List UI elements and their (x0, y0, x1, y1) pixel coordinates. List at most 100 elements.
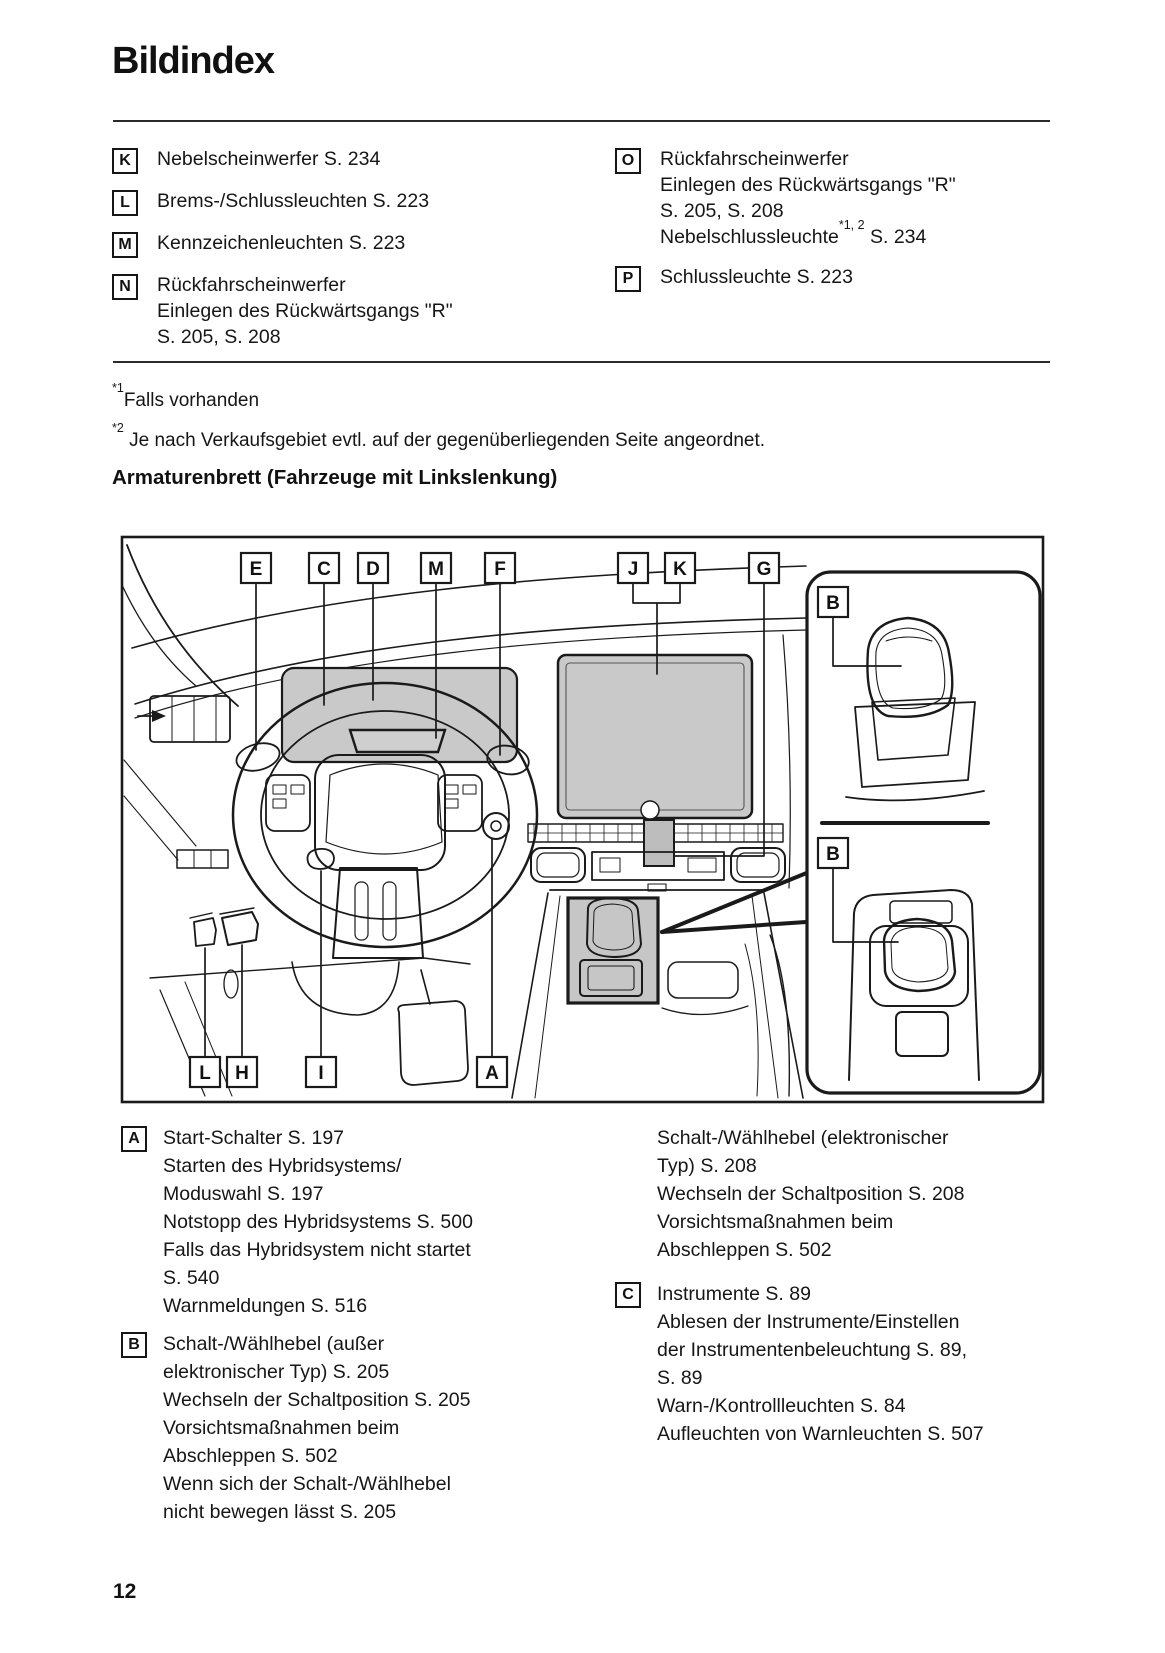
legend-entry-lines: Schlussleuchte S. 223 (660, 264, 853, 290)
badge-P: P (615, 266, 641, 292)
footnote-2: *2 Je nach Verkaufsgebiet evtl. auf der … (112, 421, 766, 452)
footnote-marker: *1, 2 (838, 217, 865, 232)
legend-line: Schalt-/Wählhebel (außer (163, 1333, 385, 1355)
shift-lever-standard (845, 616, 985, 802)
legend-line: Rückfahrscheinwerfer (660, 148, 849, 170)
diagram-label-I-text: I (318, 1063, 323, 1084)
legend-line: Notstopp des Hybridsystems S. 500 (163, 1211, 473, 1233)
diagram-label-B2: B (816, 836, 850, 870)
legend-line: Einlegen des Rückwärtsgangs "R" (157, 300, 453, 322)
badge-B: B (121, 1332, 147, 1358)
diagram-label-C: C (307, 551, 341, 585)
footnote-1: *1Falls vorhanden (112, 381, 260, 412)
diagram-label-G-text: G (757, 559, 772, 580)
footnote-2-text: Je nach Verkaufsgebiet evtl. auf der geg… (123, 430, 766, 451)
climate-strip (527, 819, 784, 867)
diagram-label-B2-text: B (826, 844, 840, 865)
diagram-label-B1: B (816, 585, 850, 619)
legend-line: Schlussleuchte S. 223 (660, 266, 853, 288)
tilt-lever (306, 848, 335, 870)
legend-line: Nebelschlussleuchte*1, 2 S. 234 (660, 217, 927, 248)
diagram-label-A-text: A (485, 1063, 499, 1084)
legend-line: Wenn sich der Schalt-/Wählhebel (163, 1473, 451, 1495)
legend-line: Vorsichtsmaßnahmen beim (657, 1211, 894, 1233)
pedal-and-floor (149, 957, 471, 1097)
legend-line: Start-Schalter S. 197 (163, 1127, 345, 1149)
legend-line: Nebelscheinwerfer S. 234 (157, 148, 381, 170)
legend-line: der Instrumentenbeleuchtung S. 89, (657, 1339, 968, 1361)
diagram-label-J: J (616, 551, 650, 585)
left-air-vent (137, 695, 231, 743)
page-number: 12 (113, 1580, 137, 1603)
legend-line: Brems-/Schlussleuchten S. 223 (157, 190, 430, 212)
steering-wheel (231, 681, 539, 959)
divider-middle (113, 361, 1050, 363)
diagram-label-E: E (239, 551, 273, 585)
diagram-label-I: I (304, 1055, 338, 1089)
diagram-label-K: K (663, 551, 697, 585)
legend-line: Ablesen der Instrumente/Einstellen (657, 1311, 960, 1333)
left-stalk (235, 742, 281, 772)
diagram-label-E-text: E (250, 559, 263, 580)
leader-lines (204, 582, 902, 1058)
diagram-label-M: M (419, 551, 453, 585)
head-up-display (348, 728, 447, 754)
footnote-2-marker: *2 (112, 420, 124, 435)
lower-switch-panel (176, 849, 229, 869)
diagram-label-L-text: L (199, 1063, 211, 1084)
badge-K: K (112, 148, 138, 174)
legend-line: Typ) S. 208 (657, 1155, 757, 1177)
diagram-label-H-text: H (235, 1063, 249, 1084)
legend-line: Abschleppen S. 502 (657, 1239, 832, 1261)
legend-line: Warnmeldungen S. 516 (163, 1295, 368, 1317)
footnote-1-text: Falls vorhanden (123, 390, 260, 411)
badge-L: L (112, 190, 138, 216)
legend-line: Starten des Hybridsystems/ (163, 1155, 402, 1177)
legend-entry-K: K Nebelscheinwerfer S. 234 (112, 146, 582, 174)
accelerator-pedal (397, 1000, 469, 1086)
diagram-label-M-text: M (428, 559, 444, 580)
diagram-label-B1-text: B (826, 593, 840, 614)
left-lower-controls (189, 907, 259, 947)
center-stack (530, 847, 786, 892)
shift-lever-electronic (848, 889, 980, 1081)
legend-line: Rückfahrscheinwerfer (157, 274, 346, 296)
legend-line: Schalt-/Wählhebel (elektronischer (657, 1127, 949, 1149)
badge-A: A (121, 1126, 147, 1152)
badge-N: N (112, 274, 138, 300)
infotainment-screen (556, 653, 754, 820)
legend-entry-lines: Instrumente S. 89 Ablesen der Instrumente… (657, 1280, 984, 1448)
legend-line: S. 540 (163, 1267, 220, 1289)
legend-line: Wechseln der Schaltposition S. 205 (163, 1389, 471, 1411)
legend-entry-L: L Brems-/Schlussleuchten S. 223 (112, 188, 582, 216)
legend-entry-P: P Schlussleuchte S. 223 (615, 264, 1055, 292)
diagram-label-F: F (483, 551, 517, 585)
legend-line: Moduswahl S. 197 (163, 1183, 324, 1205)
legend-entry-B: B Schalt-/Wählhebel (außer elektronischer … (121, 1330, 601, 1526)
center-console (511, 892, 804, 1099)
screen-knob (640, 800, 660, 820)
legend-line: Kennzeichenleuchten S. 223 (157, 232, 406, 254)
diagram-label-L: L (188, 1055, 222, 1089)
diagram-label-F-text: F (494, 559, 506, 580)
footnote-1-marker: *1 (112, 380, 124, 395)
start-switch (482, 812, 510, 840)
legend-line: Vorsichtsmaßnahmen beim (163, 1417, 400, 1439)
legend-line: S. 89 (657, 1367, 703, 1389)
diagram-label-K-text: K (673, 559, 687, 580)
legend-line: Falls das Hybridsystem nicht startet (163, 1239, 471, 1261)
diagram-label-H: H (225, 1055, 259, 1089)
section-heading: Armaturenbrett (Fahrzeuge mit Linkslenku… (112, 466, 558, 489)
legend-line: elektronischer Typ) S. 205 (163, 1361, 390, 1383)
legend-line: Instrumente S. 89 (657, 1283, 811, 1305)
center-vent-target (643, 819, 675, 867)
